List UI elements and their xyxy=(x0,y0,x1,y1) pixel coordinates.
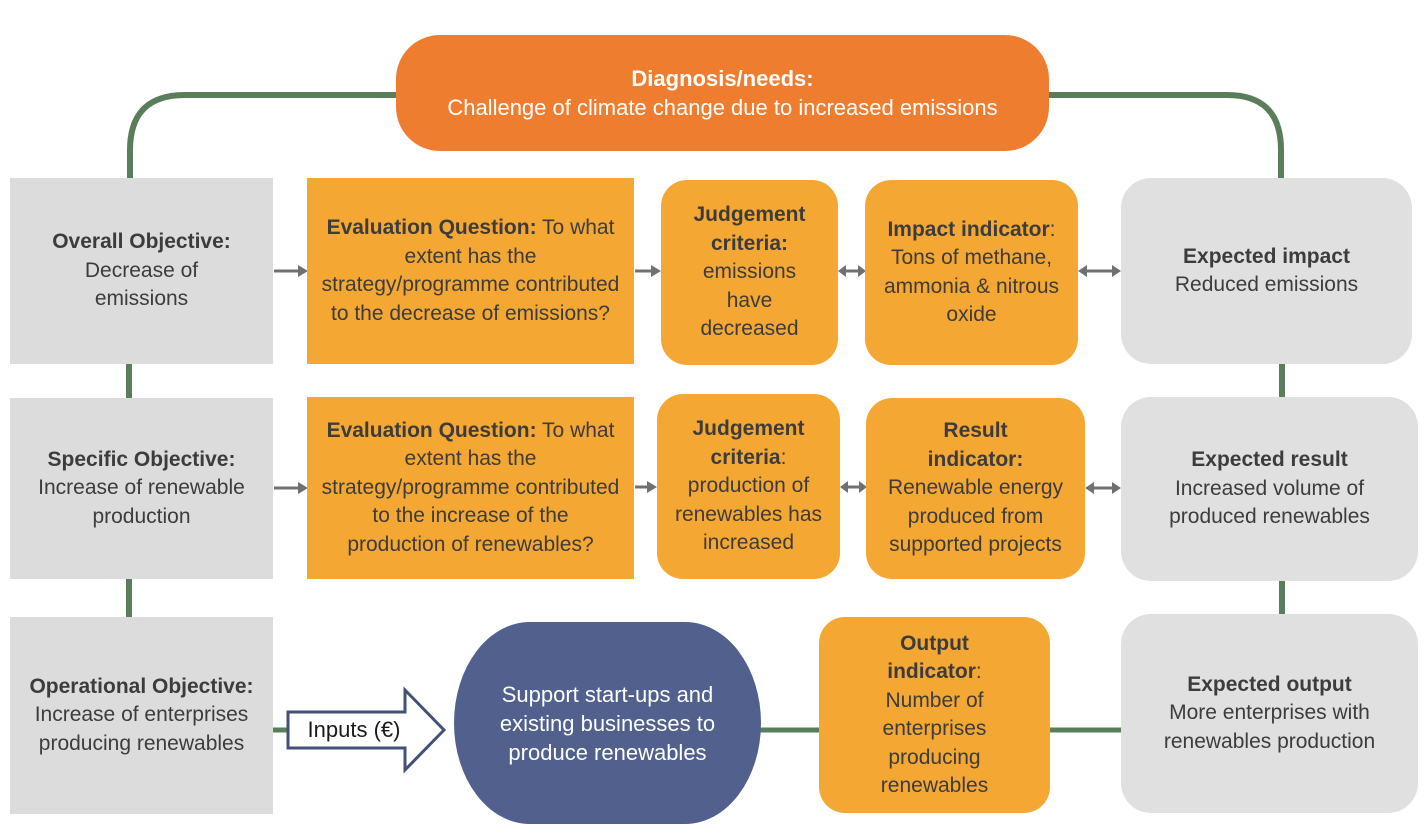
result-indicator-box: Result indicator: Renewable energy produ… xyxy=(866,398,1085,579)
output-indicator-title: Output indicator xyxy=(887,631,976,684)
specific-eq-title: Evaluation Question: xyxy=(326,418,537,442)
overall-judgement-criteria-box: Judgement criteria: emissions have decre… xyxy=(661,180,838,365)
arrow-specific-to-eq xyxy=(274,482,308,494)
overall-objective-box: Overall Objective: Decrease of emissions xyxy=(10,178,273,364)
specific-objective-text: Increase of renewable production xyxy=(38,476,245,528)
top-left-connector xyxy=(127,92,398,180)
operational-objective-title: Operational Objective: xyxy=(29,674,254,698)
double-arrow-ind-exp-1 xyxy=(1078,265,1121,277)
specific-judgement-criteria-box: Judgement criteria: production of renewa… xyxy=(657,394,840,579)
double-arrow-jc-ind-2 xyxy=(840,481,867,493)
expected-output-box: Expected output More enterprises with re… xyxy=(1121,614,1418,813)
expected-result-box: Expected result Increased volume of prod… xyxy=(1121,397,1418,581)
activity-box: Support start-ups and existing businesse… xyxy=(454,622,761,824)
specific-jc-text: : production of renewables has increased xyxy=(674,445,823,555)
arrow-eq-to-jc-2 xyxy=(635,481,657,493)
overall-evaluation-question-box: Evaluation Question: To what extent has … xyxy=(307,178,634,364)
operational-objective-text: Increase of enterprises producing renewa… xyxy=(34,703,249,755)
diagnosis-title: Diagnosis/needs: xyxy=(631,66,814,91)
overall-jc-title: Judgement criteria: xyxy=(693,203,806,255)
inputs-label: Inputs (€) xyxy=(307,717,401,742)
output-indicator-box: Output indicator: Number of enterprises … xyxy=(819,617,1050,813)
specific-jc-title: Judgement criteria xyxy=(692,417,805,469)
expected-result-text: Increased volume of produced renewables xyxy=(1169,476,1370,529)
specific-eq-text: To what extent has the strategy/programm… xyxy=(321,418,620,556)
inputs-arrow-shape xyxy=(286,686,447,774)
double-arrow-jc-ind-1 xyxy=(838,265,866,277)
impact-indicator-title: Impact indicator xyxy=(887,217,1050,241)
operational-objective-box: Operational Objective: Increase of enter… xyxy=(10,617,273,814)
expected-output-title: Expected output xyxy=(1187,672,1352,696)
specific-objective-title: Specific Objective: xyxy=(47,447,236,471)
double-arrow-ind-exp-2 xyxy=(1085,482,1121,494)
impact-indicator-box: Impact indicator: Tons of methane, ammon… xyxy=(865,180,1078,365)
impact-indicator-text: : Tons of methane, ammonia & nitrous oxi… xyxy=(883,217,1060,327)
arrow-eq-to-jc-1 xyxy=(635,265,661,277)
output-indicator-text: : Number of enterprises producing renewa… xyxy=(880,660,989,797)
activity-text: Support start-ups and existing businesse… xyxy=(499,681,716,765)
top-right-connector xyxy=(1048,92,1284,180)
expected-output-text: More enterprises with renewables product… xyxy=(1163,701,1376,753)
diagnosis-box: Diagnosis/needs: Challenge of climate ch… xyxy=(396,35,1049,151)
overall-objective-title: Overall Objective: xyxy=(52,230,231,254)
specific-evaluation-question-box: Evaluation Question: To what extent has … xyxy=(307,397,634,579)
overall-eq-text: To what extent has the strategy/programm… xyxy=(321,216,620,325)
expected-impact-title: Expected impact xyxy=(1183,244,1350,268)
overall-jc-text: emissions have decreased xyxy=(700,260,799,341)
overall-eq-title: Evaluation Question: xyxy=(326,216,537,239)
expected-result-title: Expected result xyxy=(1191,448,1348,472)
expected-impact-text: Reduced emissions xyxy=(1174,273,1359,296)
result-indicator-text: Renewable energy produced from supported… xyxy=(887,476,1064,557)
result-indicator-title: Result indicator: xyxy=(927,419,1024,471)
overall-objective-text: Decrease of emissions xyxy=(84,258,199,311)
specific-objective-box: Specific Objective: Increase of renewabl… xyxy=(10,398,273,579)
arrow-overall-to-eq xyxy=(274,265,308,277)
expected-impact-box: Expected impact Reduced emissions xyxy=(1121,178,1412,364)
diagnosis-text: Challenge of climate change due to incre… xyxy=(447,95,998,120)
